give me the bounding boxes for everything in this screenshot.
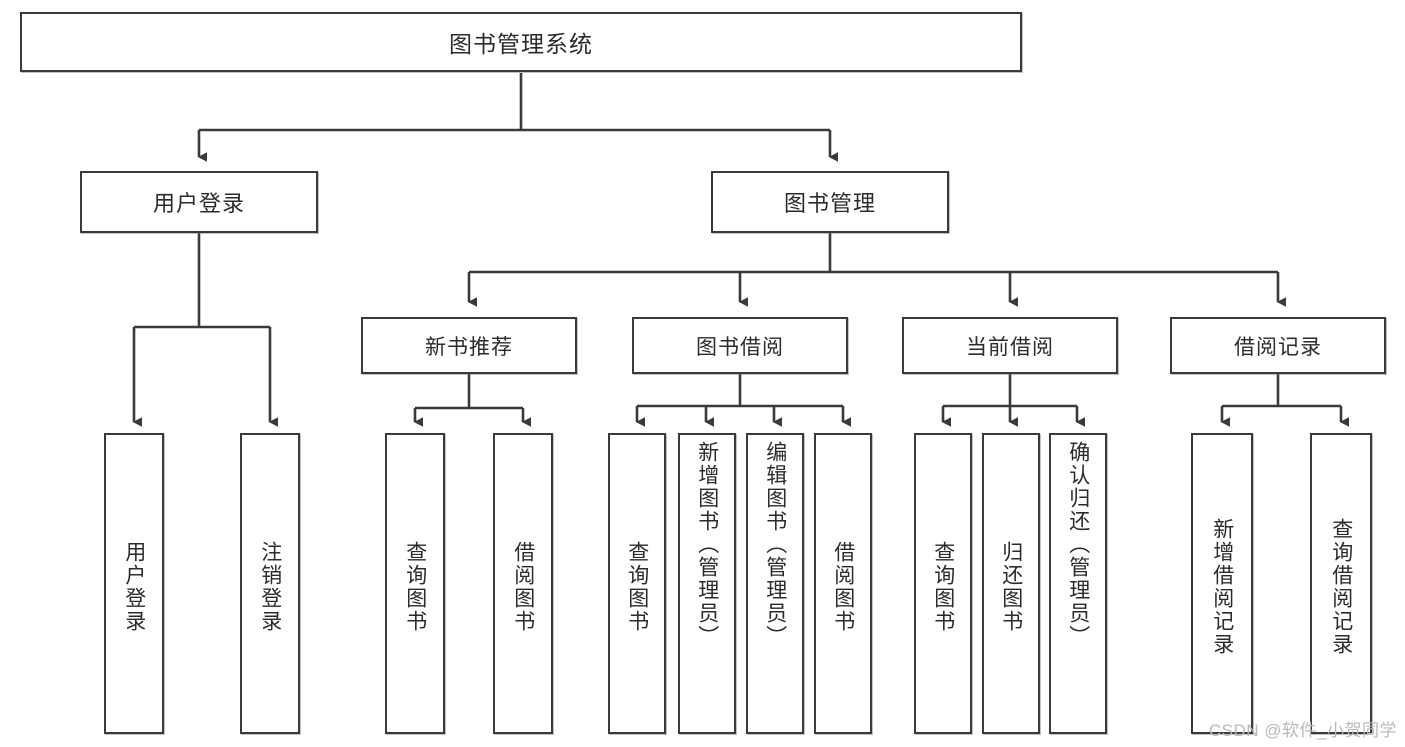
leaf-add-borrow-record[interactable]: 新增借阅记录 (1191, 433, 1253, 734)
node-new-book-recommend-label: 新书推荐 (425, 335, 513, 359)
leaf-return-book-label: 归还图书 (999, 540, 1023, 633)
node-current-borrow-label: 当前借阅 (966, 335, 1054, 359)
node-book-management-label: 图书管理 (783, 191, 876, 216)
csdn-watermark: CSDN @软件_小贺同学 (1208, 721, 1397, 740)
node-user-login-label: 用户登录 (152, 191, 245, 216)
leaf-recommend-query-book[interactable]: 查询图书 (385, 433, 445, 734)
node-book-borrow-label: 图书借阅 (696, 335, 784, 359)
node-new-book-recommend[interactable]: 新书推荐 (361, 317, 577, 374)
leaf-recommend-borrow-book[interactable]: 借阅图书 (493, 433, 553, 734)
node-user-login[interactable]: 用户登录 (80, 171, 318, 233)
node-borrow-record-label: 借阅记录 (1234, 335, 1322, 359)
leaf-add-book-admin-label: 新增图书（管理员） (695, 441, 719, 648)
leaf-return-book[interactable]: 归还图书 (982, 433, 1040, 734)
leaf-edit-book-admin[interactable]: 编辑图书（管理员） (746, 433, 804, 734)
leaf-borrow-book-label: 借阅图书 (831, 540, 855, 633)
node-root[interactable]: 图书管理系统 (20, 12, 1022, 72)
leaf-logout[interactable]: 注销登录 (240, 433, 300, 734)
node-book-management[interactable]: 图书管理 (711, 171, 949, 233)
leaf-edit-book-admin-label: 编辑图书（管理员） (763, 441, 787, 648)
node-current-borrow[interactable]: 当前借阅 (902, 317, 1118, 374)
leaf-logout-label: 注销登录 (258, 540, 282, 633)
leaf-current-query-book-label: 查询图书 (931, 540, 955, 633)
leaf-borrow-book[interactable]: 借阅图书 (814, 433, 872, 734)
node-book-borrow[interactable]: 图书借阅 (632, 317, 848, 374)
leaf-borrow-query-book-label: 查询图书 (625, 540, 649, 633)
leaf-current-query-book[interactable]: 查询图书 (914, 433, 972, 734)
node-borrow-record[interactable]: 借阅记录 (1170, 317, 1386, 374)
leaf-recommend-query-book-label: 查询图书 (403, 540, 427, 633)
leaf-user-login[interactable]: 用户登录 (104, 433, 164, 734)
leaf-add-borrow-record-label: 新增借阅记录 (1210, 517, 1234, 656)
leaf-query-borrow-record-label: 查询借阅记录 (1329, 517, 1353, 656)
node-root-label: 图书管理系统 (449, 31, 593, 57)
leaf-add-book-admin[interactable]: 新增图书（管理员） (678, 433, 736, 734)
leaf-confirm-return-admin[interactable]: 确认归还（管理员） (1049, 433, 1107, 734)
leaf-borrow-query-book[interactable]: 查询图书 (608, 433, 666, 734)
leaf-query-borrow-record[interactable]: 查询借阅记录 (1310, 433, 1372, 734)
leaf-recommend-borrow-book-label: 借阅图书 (511, 540, 535, 633)
leaf-confirm-return-admin-label: 确认归还（管理员） (1066, 441, 1090, 648)
leaf-user-login-label: 用户登录 (122, 540, 146, 633)
